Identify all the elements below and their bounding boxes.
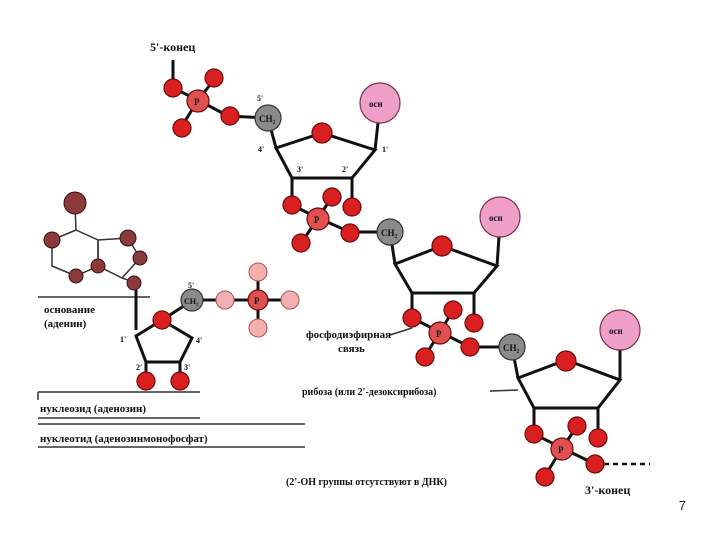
ring-number-5: 5' xyxy=(257,94,263,103)
ring-oxygen-atom xyxy=(152,310,172,330)
adenine-amino-atom xyxy=(63,191,87,215)
oxygen-atom xyxy=(567,416,587,436)
phosphorus-symbol: P xyxy=(254,296,260,306)
phosphorus-symbol: P xyxy=(436,329,442,339)
oxygen-atom xyxy=(248,318,268,338)
ring-number-1: 1' xyxy=(120,335,126,344)
phosphodiester-bond-label-line1: фосфодиэфирная xyxy=(306,329,391,341)
phosphate-link-1: P xyxy=(282,187,390,253)
oxygen-atom xyxy=(163,78,183,98)
oxygen-atom xyxy=(415,347,435,367)
oxygen-atom xyxy=(443,300,463,320)
adenine-ring-atom xyxy=(90,258,106,274)
adenine-ring-atom xyxy=(43,231,61,249)
phosphorus-symbol: P xyxy=(194,97,200,107)
carbon-atom xyxy=(254,104,282,132)
five-prime-end-label: 5'-конец xyxy=(150,40,195,54)
base-symbol: осн xyxy=(609,326,623,336)
oxygen-atom xyxy=(204,68,224,88)
oxygen-atom xyxy=(340,223,360,243)
oxygen-atom xyxy=(280,290,300,310)
ch2-symbol: CH₂ xyxy=(503,343,520,353)
ch2-symbol: CH₂ xyxy=(259,114,276,124)
ring-oxygen-atom xyxy=(311,122,333,144)
oxygen-atom xyxy=(248,262,268,282)
ring-oxygen-atom xyxy=(431,235,453,257)
oxygen-atom xyxy=(220,106,240,126)
adenine-ring-atom xyxy=(68,268,84,284)
oxygen-atom xyxy=(170,371,190,391)
base-atom xyxy=(359,82,401,124)
ring-number-3: 3' xyxy=(184,363,190,372)
phosphorus-symbol: P xyxy=(314,215,320,225)
ring-number-4: 4' xyxy=(196,336,202,345)
oxygen-atom xyxy=(322,187,342,207)
ch2-symbol: CH₂ xyxy=(184,297,199,306)
annotations: фосфодиэфирная связь рибоза (или 2'-дезо… xyxy=(286,327,519,488)
nucleotide-label: нуклеотид (аденозинмонофосфат) xyxy=(40,433,208,445)
page-number: 7 xyxy=(678,498,686,513)
oxygen-atom xyxy=(402,308,422,328)
ring-number-1: 1' xyxy=(382,145,388,154)
adenine-ring-atom xyxy=(132,250,148,266)
adenine-ring-atom xyxy=(126,275,142,291)
phosphorus-atom xyxy=(428,321,452,345)
phosphorus-symbol: P xyxy=(558,445,564,455)
ring-number-5: 5' xyxy=(188,281,194,290)
oxygen-atom xyxy=(136,371,156,391)
ring-number-4: 4' xyxy=(258,145,264,154)
oxygen-atom xyxy=(172,118,192,138)
oxygen-atom xyxy=(585,454,605,474)
adenine-ring-atom xyxy=(119,229,137,247)
bottom-nucleotide: CH₂ осн P 3'-конец xyxy=(498,309,650,497)
carbon-atom xyxy=(498,333,526,361)
top-nucleotide: 5'-конец P CH₂ 5' 4' 1' 3' 2' осн xyxy=(150,40,401,217)
phosphorus-atom xyxy=(186,89,210,113)
oxygen-atom xyxy=(524,424,544,444)
middle-nucleotide: CH₂ осн xyxy=(376,196,521,333)
carbon-atom xyxy=(376,218,404,246)
nucleoside-label: нуклеозид (аденозин) xyxy=(40,403,146,415)
ribose-label: рибоза (или 2'-дезоксирибоза) xyxy=(302,387,437,398)
ring-number-2: 2' xyxy=(136,363,142,372)
adenine-nucleotide: основание (аденин) 1' 4' 2' 3' CH₂ 5' P … xyxy=(37,191,305,448)
oxygen-atom xyxy=(282,195,302,215)
oxygen-atom xyxy=(460,337,480,357)
three-prime-end-label: 3'-конец xyxy=(585,483,630,497)
oxygen-atom xyxy=(291,233,311,253)
ring-oxygen-atom xyxy=(555,350,577,372)
base-symbol: осн xyxy=(369,99,383,109)
ring-number-2: 2' xyxy=(342,165,348,174)
oxygen-atom xyxy=(464,313,484,333)
phosphorus-atom xyxy=(550,437,574,461)
oxygen-atom xyxy=(535,467,555,487)
base-label: основание xyxy=(44,304,95,316)
note-label: (2'-OH группы отсутствуют в ДНК) xyxy=(286,477,447,488)
ring-number-3: 3' xyxy=(297,165,303,174)
oxygen-atom xyxy=(215,290,235,310)
base-atom xyxy=(599,309,641,351)
phosphorus-atom xyxy=(247,289,269,311)
oxygen-atom xyxy=(588,428,608,448)
phosphate-link-2: P xyxy=(402,300,512,367)
phosphorus-atom xyxy=(306,207,330,231)
ch2-symbol: CH₂ xyxy=(381,228,398,238)
base-symbol: осн xyxy=(489,213,503,223)
base-atom xyxy=(479,196,521,238)
oxygen-atom xyxy=(342,197,362,217)
phosphodiester-bond-label-line2: связь xyxy=(338,343,365,355)
base-name-label: (аденин) xyxy=(44,318,87,330)
